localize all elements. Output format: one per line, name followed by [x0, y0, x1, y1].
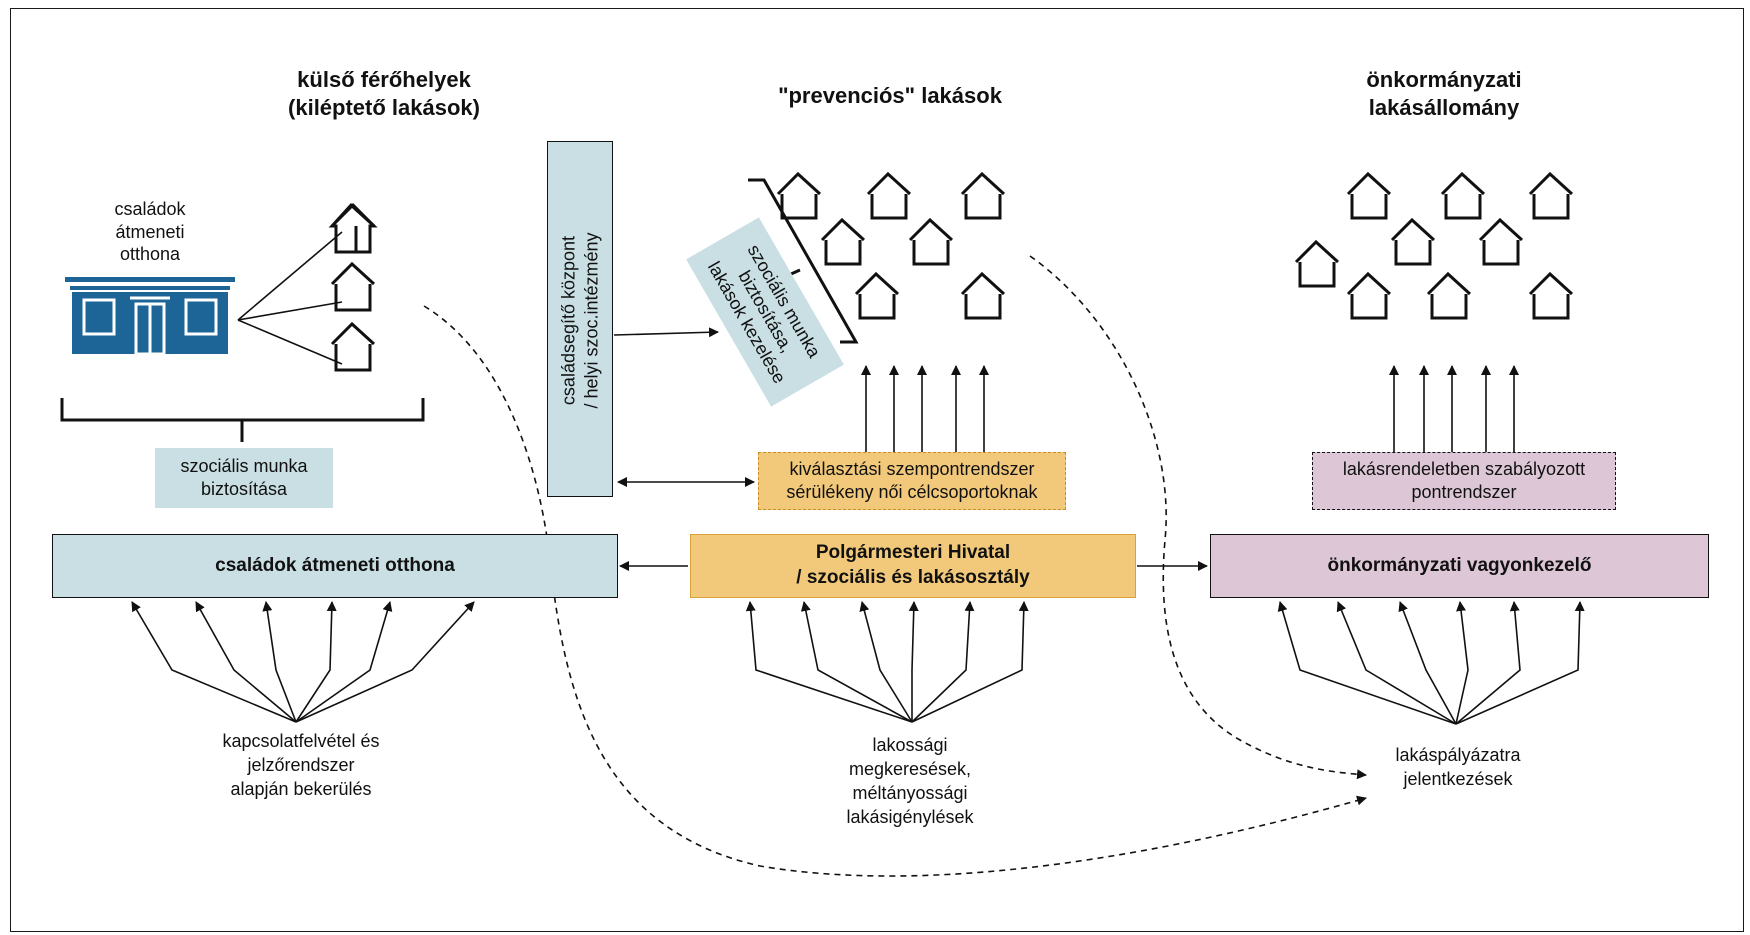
municipal-houses [1294, 171, 1574, 320]
input-right-line2: jelentkezések [1403, 768, 1513, 789]
shelter-main-label: családok átmeneti otthona [215, 555, 455, 576]
office-main-line1: Polgármesteri Hivatal [815, 542, 1011, 564]
house-icon [328, 202, 378, 254]
family-center-box: családsegítő központ / helyi szoc.intézm… [547, 141, 613, 497]
heading-municipal-line1: önkormányzati [1366, 67, 1522, 92]
office-main-line2: / szociális és lakásosztály [796, 567, 1030, 588]
family-center-label: családsegítő központ / helyi szoc.intézm… [558, 143, 603, 499]
point-system-box: lakásrendeletben szabályozott pontrendsz… [1312, 452, 1616, 510]
left-input-arrows [131, 601, 475, 723]
office-main-box: Polgármesteri Hivatal / szociális és lak… [690, 534, 1136, 598]
selection-criteria-box: kiválasztási szempontrendszer sérülékeny… [758, 452, 1066, 510]
right-input-arrows [1277, 601, 1585, 725]
social-work-left-line1: szociális munka [180, 455, 308, 476]
center-input-arrows [745, 601, 1029, 723]
input-left-label: kapcsolatfelvétel és jelzőrendszer alapj… [196, 730, 406, 802]
input-right-line1: lakáspályázatra [1395, 745, 1521, 765]
input-center-label: lakossági megkeresések, méltányossági la… [810, 734, 1010, 830]
heading-external-line1: külső férőhelyek [297, 67, 471, 92]
municipal-up-arrows [1389, 365, 1519, 452]
selection-criteria-line2: sérülékeny női célcsoportoknak [786, 482, 1038, 502]
building-house-links [237, 231, 343, 365]
input-center-line2: megkeresések, [848, 758, 972, 779]
heading-external-line2: (kiléptető lakások) [288, 94, 480, 120]
house-icon [330, 321, 376, 372]
social-work-left-line2: biztosítása [200, 479, 288, 499]
input-center-line3: méltányossági [852, 782, 968, 803]
family-center-line1: családsegítő központ [558, 235, 579, 406]
center-to-socialwork-arrow [613, 327, 719, 338]
selection-criteria-line1: kiválasztási szempontrendszer [789, 458, 1035, 479]
point-system-line2: pontrendszer [1411, 482, 1517, 502]
house-icon [330, 261, 376, 312]
input-right-label: lakáspályázatra jelentkezések [1368, 744, 1548, 792]
input-center-line4: lakásigénylések [846, 806, 974, 827]
diagram-frame [10, 8, 1744, 932]
family-center-line2: / helyi szoc.intézmény [581, 232, 601, 409]
shelter-label-line1: családok [114, 199, 186, 219]
shelter-label-line2: átmeneti [115, 221, 185, 242]
heading-municipal: önkormányzati lakásállomány [1294, 66, 1594, 121]
heading-municipal-line2: lakásállomány [1368, 94, 1520, 120]
social-work-left-box: szociális munka biztosítása [155, 448, 333, 508]
shelter-building-label: családok átmeneti otthona [90, 198, 210, 266]
dashed-link-prevention [1029, 255, 1367, 780]
left-bracket [60, 398, 425, 442]
dashed-link-left [423, 305, 1367, 877]
input-center-line1: lakossági [872, 735, 948, 755]
building-icon [65, 277, 235, 356]
input-left-line2: jelzőrendszer [247, 754, 355, 775]
asset-manager-main-label: önkormányzati vagyonkezelő [1327, 555, 1592, 576]
point-system-line1: lakásrendeletben szabályozott [1342, 458, 1586, 479]
heading-prevention: "prevenciós" lakások [778, 83, 1002, 108]
input-left-line3: alapján bekerülés [230, 778, 372, 799]
asset-manager-main-box: önkormányzati vagyonkezelő [1210, 534, 1709, 598]
input-left-line1: kapcsolatfelvétel és [222, 731, 380, 751]
heading-external: külső férőhelyek (kiléptető lakások) [214, 66, 554, 121]
prevention-houses [776, 171, 1006, 320]
shelter-main-box: családok átmeneti otthona [52, 534, 618, 598]
shelter-label-line3: otthona [119, 244, 181, 264]
prevention-up-arrows [861, 365, 989, 452]
